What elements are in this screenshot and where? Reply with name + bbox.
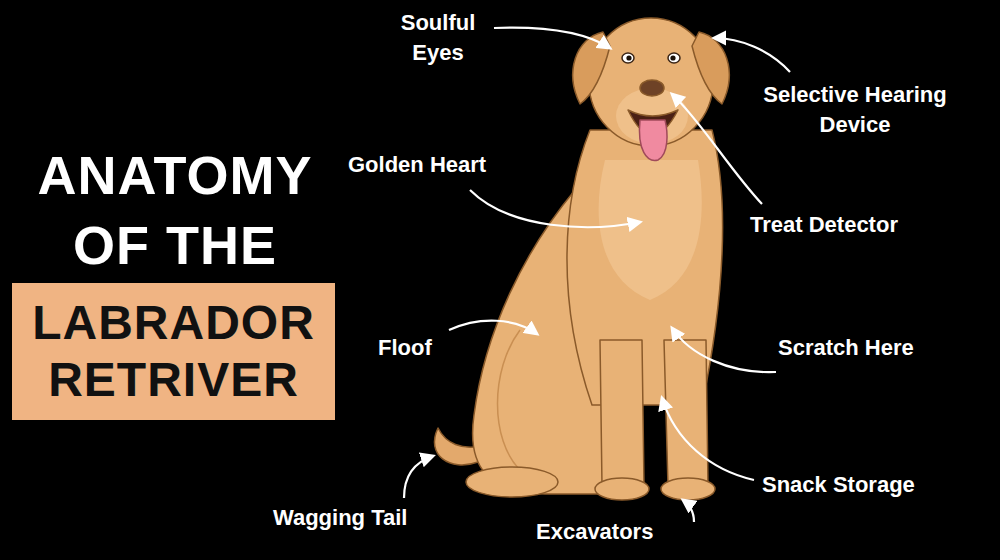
part-label: Excavators: [536, 517, 653, 547]
front-paw: [595, 478, 649, 500]
part-label: Soulful Eyes: [383, 8, 493, 67]
dog-eye: [622, 53, 634, 63]
part-label: Floof: [378, 333, 432, 363]
leader-arrow: [494, 28, 610, 48]
leader-arrow: [672, 94, 762, 204]
part-label: Scratch Here: [778, 333, 914, 363]
title-band: LABRADOR RETRIVER: [12, 283, 335, 420]
back-paw: [466, 467, 558, 497]
dog-ear: [573, 32, 610, 104]
chest-patch: [599, 160, 702, 300]
part-label: Treat Detector: [750, 210, 898, 240]
dog-pupil: [626, 55, 631, 60]
part-label: Snack Storage: [762, 470, 915, 500]
part-label: Selective Hearing Device: [735, 80, 975, 139]
leader-arrow: [683, 500, 694, 522]
title-band-text: LABRADOR RETRIVER: [29, 295, 319, 408]
dog-ear: [692, 32, 729, 104]
dog-pupil: [670, 55, 675, 60]
haunch-shade: [498, 330, 521, 470]
dog-tongue: [639, 120, 667, 160]
part-label: Wagging Tail: [273, 503, 407, 533]
front-leg: [664, 340, 708, 486]
leader-arrow: [404, 456, 433, 498]
leader-arrow: [714, 38, 790, 72]
leader-arrow: [672, 328, 776, 372]
leader-arrow: [662, 398, 754, 480]
part-label: Golden Heart: [348, 150, 486, 180]
title: ANATOMY OF THE: [10, 140, 340, 280]
front-leg: [600, 340, 644, 486]
leader-arrow: [470, 190, 640, 227]
dog-eye: [668, 53, 680, 63]
dog-nose: [640, 80, 664, 96]
front-paw: [661, 478, 715, 500]
leader-arrow: [449, 321, 537, 334]
